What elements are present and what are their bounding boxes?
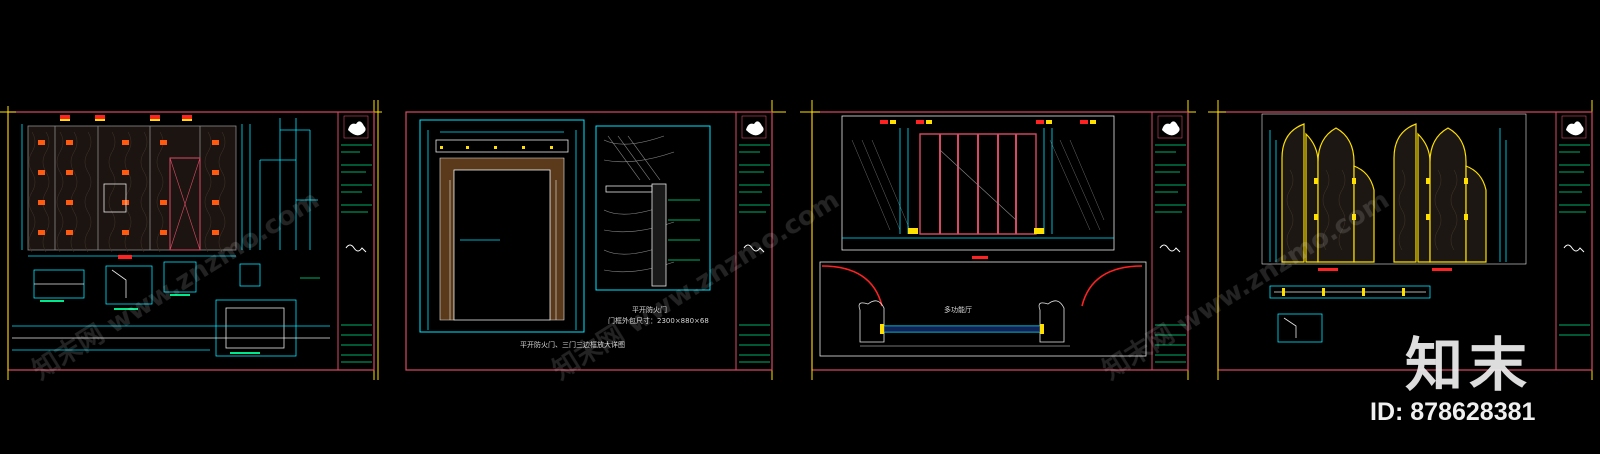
sheet-2-title-lines — [739, 144, 770, 363]
sheet-3-plan — [819, 261, 1147, 357]
sheet-4-title-lines — [1559, 144, 1590, 336]
watermark-id: ID: 878628381 — [1370, 398, 1536, 426]
sheet-2-note-title: 平开防火门 — [632, 305, 667, 314]
sheet-2-caption: 平开防火门、三门三边框放大详图 — [520, 340, 625, 349]
sheet-3-elevation — [841, 115, 1115, 259]
sheet-4-title-block — [1555, 111, 1593, 371]
sheet-1-signature-icon — [345, 244, 367, 253]
sheet-4-signature-icon — [1563, 244, 1585, 253]
sheet-2-logo-icon — [741, 115, 767, 139]
sheet-1-title-block — [337, 111, 375, 371]
sheet-2-door-elevation — [419, 119, 585, 333]
sheet-1-logo-icon — [343, 115, 369, 139]
sheet-1-details — [12, 261, 330, 357]
sheet-1-elevation — [21, 115, 318, 259]
sheet-2-note-detail: 门框外包尺寸：2300×880×68 — [608, 316, 709, 325]
sheet-4-arched-doors — [1261, 113, 1527, 271]
sheet-3-room-label: 多功能厅 — [944, 305, 972, 314]
sheet-2: 平开防火门 门框外包尺寸：2300×880×68 平开防火门、三门三边框放大详图 — [377, 100, 786, 380]
sheet-2-signature-icon — [743, 244, 765, 253]
sheet-3: 多功能厅 — [800, 100, 1196, 380]
sheet-4-details — [1269, 285, 1431, 343]
svg-text:知末网 www.znzmo.com: 知末网 www.znzmo.com — [548, 185, 845, 386]
sheet-3-signature-icon — [1159, 244, 1181, 253]
sheet-3-title-lines — [1155, 144, 1186, 363]
sheet-3-logo-icon — [1157, 115, 1183, 139]
sheet-2-section-detail — [595, 125, 711, 291]
sheet-4 — [1208, 100, 1593, 380]
sheet-1 — [0, 100, 382, 380]
sheet-3-title-block — [1151, 111, 1189, 371]
svg-text:知末网 www.znzmo.com: 知末网 www.znzmo.com — [1098, 185, 1395, 386]
sheet-4-logo-icon — [1561, 115, 1587, 139]
sheet-2-title-block — [735, 111, 773, 371]
sheet-1-title-lines — [341, 144, 372, 363]
watermark-brand: 知末 — [1405, 331, 1534, 399]
